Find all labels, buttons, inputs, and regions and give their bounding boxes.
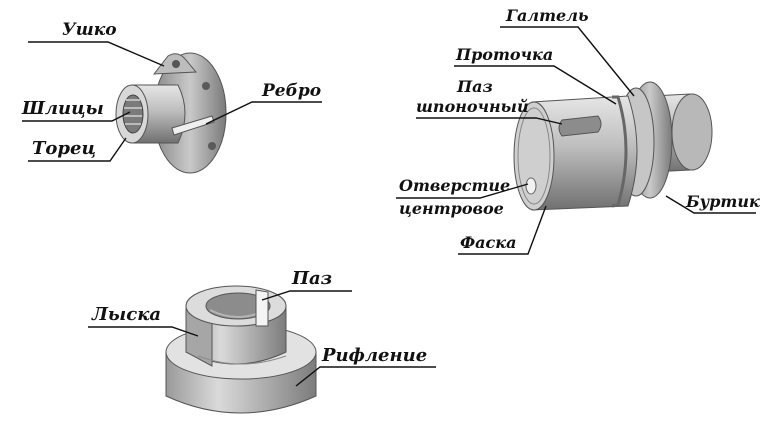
label-chamfer: Фаска — [460, 233, 516, 252]
label-rib: Ребро — [261, 81, 321, 101]
label-keyway-line2: шпоночный — [416, 97, 529, 116]
leader-knurling — [295, 366, 436, 387]
figure-shaft: Галтель Проточка Паз шпоночный Отверстие… — [396, 6, 760, 255]
label-flat: Лыска — [91, 304, 161, 325]
leader-splines — [22, 111, 131, 122]
label-splines: Шлицы — [21, 98, 104, 119]
leader-face — [28, 137, 127, 162]
leader-slot — [261, 290, 352, 301]
figure-stepped-sleeve: Паз Лыска Рифление — [88, 268, 436, 414]
leader-collar — [665, 195, 756, 214]
label-collar: Буртик — [685, 192, 760, 211]
figure-flange-bushing: Ушко Шлицы Торец Ребро — [21, 20, 322, 174]
label-fillet: Галтель — [505, 6, 589, 25]
stepped-sleeve-drawing — [165, 285, 317, 414]
flange-bushing-drawing — [115, 52, 227, 174]
leader-keyway — [416, 117, 563, 125]
leader-fillet — [500, 26, 635, 97]
leader-rib — [205, 101, 322, 125]
label-slot: Паз — [291, 268, 332, 289]
label-center-hole-line2: центровое — [399, 199, 504, 218]
leader-eye — [28, 41, 165, 67]
leader-groove — [454, 65, 617, 105]
label-center-hole-line1: Отверстие — [399, 176, 510, 195]
shaft-drawing — [513, 81, 713, 211]
label-keyway-line1: Паз — [456, 77, 493, 96]
label-knurling: Рифление — [321, 345, 427, 366]
leader-chamfer — [458, 205, 547, 255]
leader-flat — [88, 326, 199, 337]
label-face: Торец — [32, 138, 96, 159]
label-groove: Проточка — [455, 45, 553, 64]
label-eye: Ушко — [62, 20, 117, 40]
leader-center-hole — [396, 183, 529, 199]
